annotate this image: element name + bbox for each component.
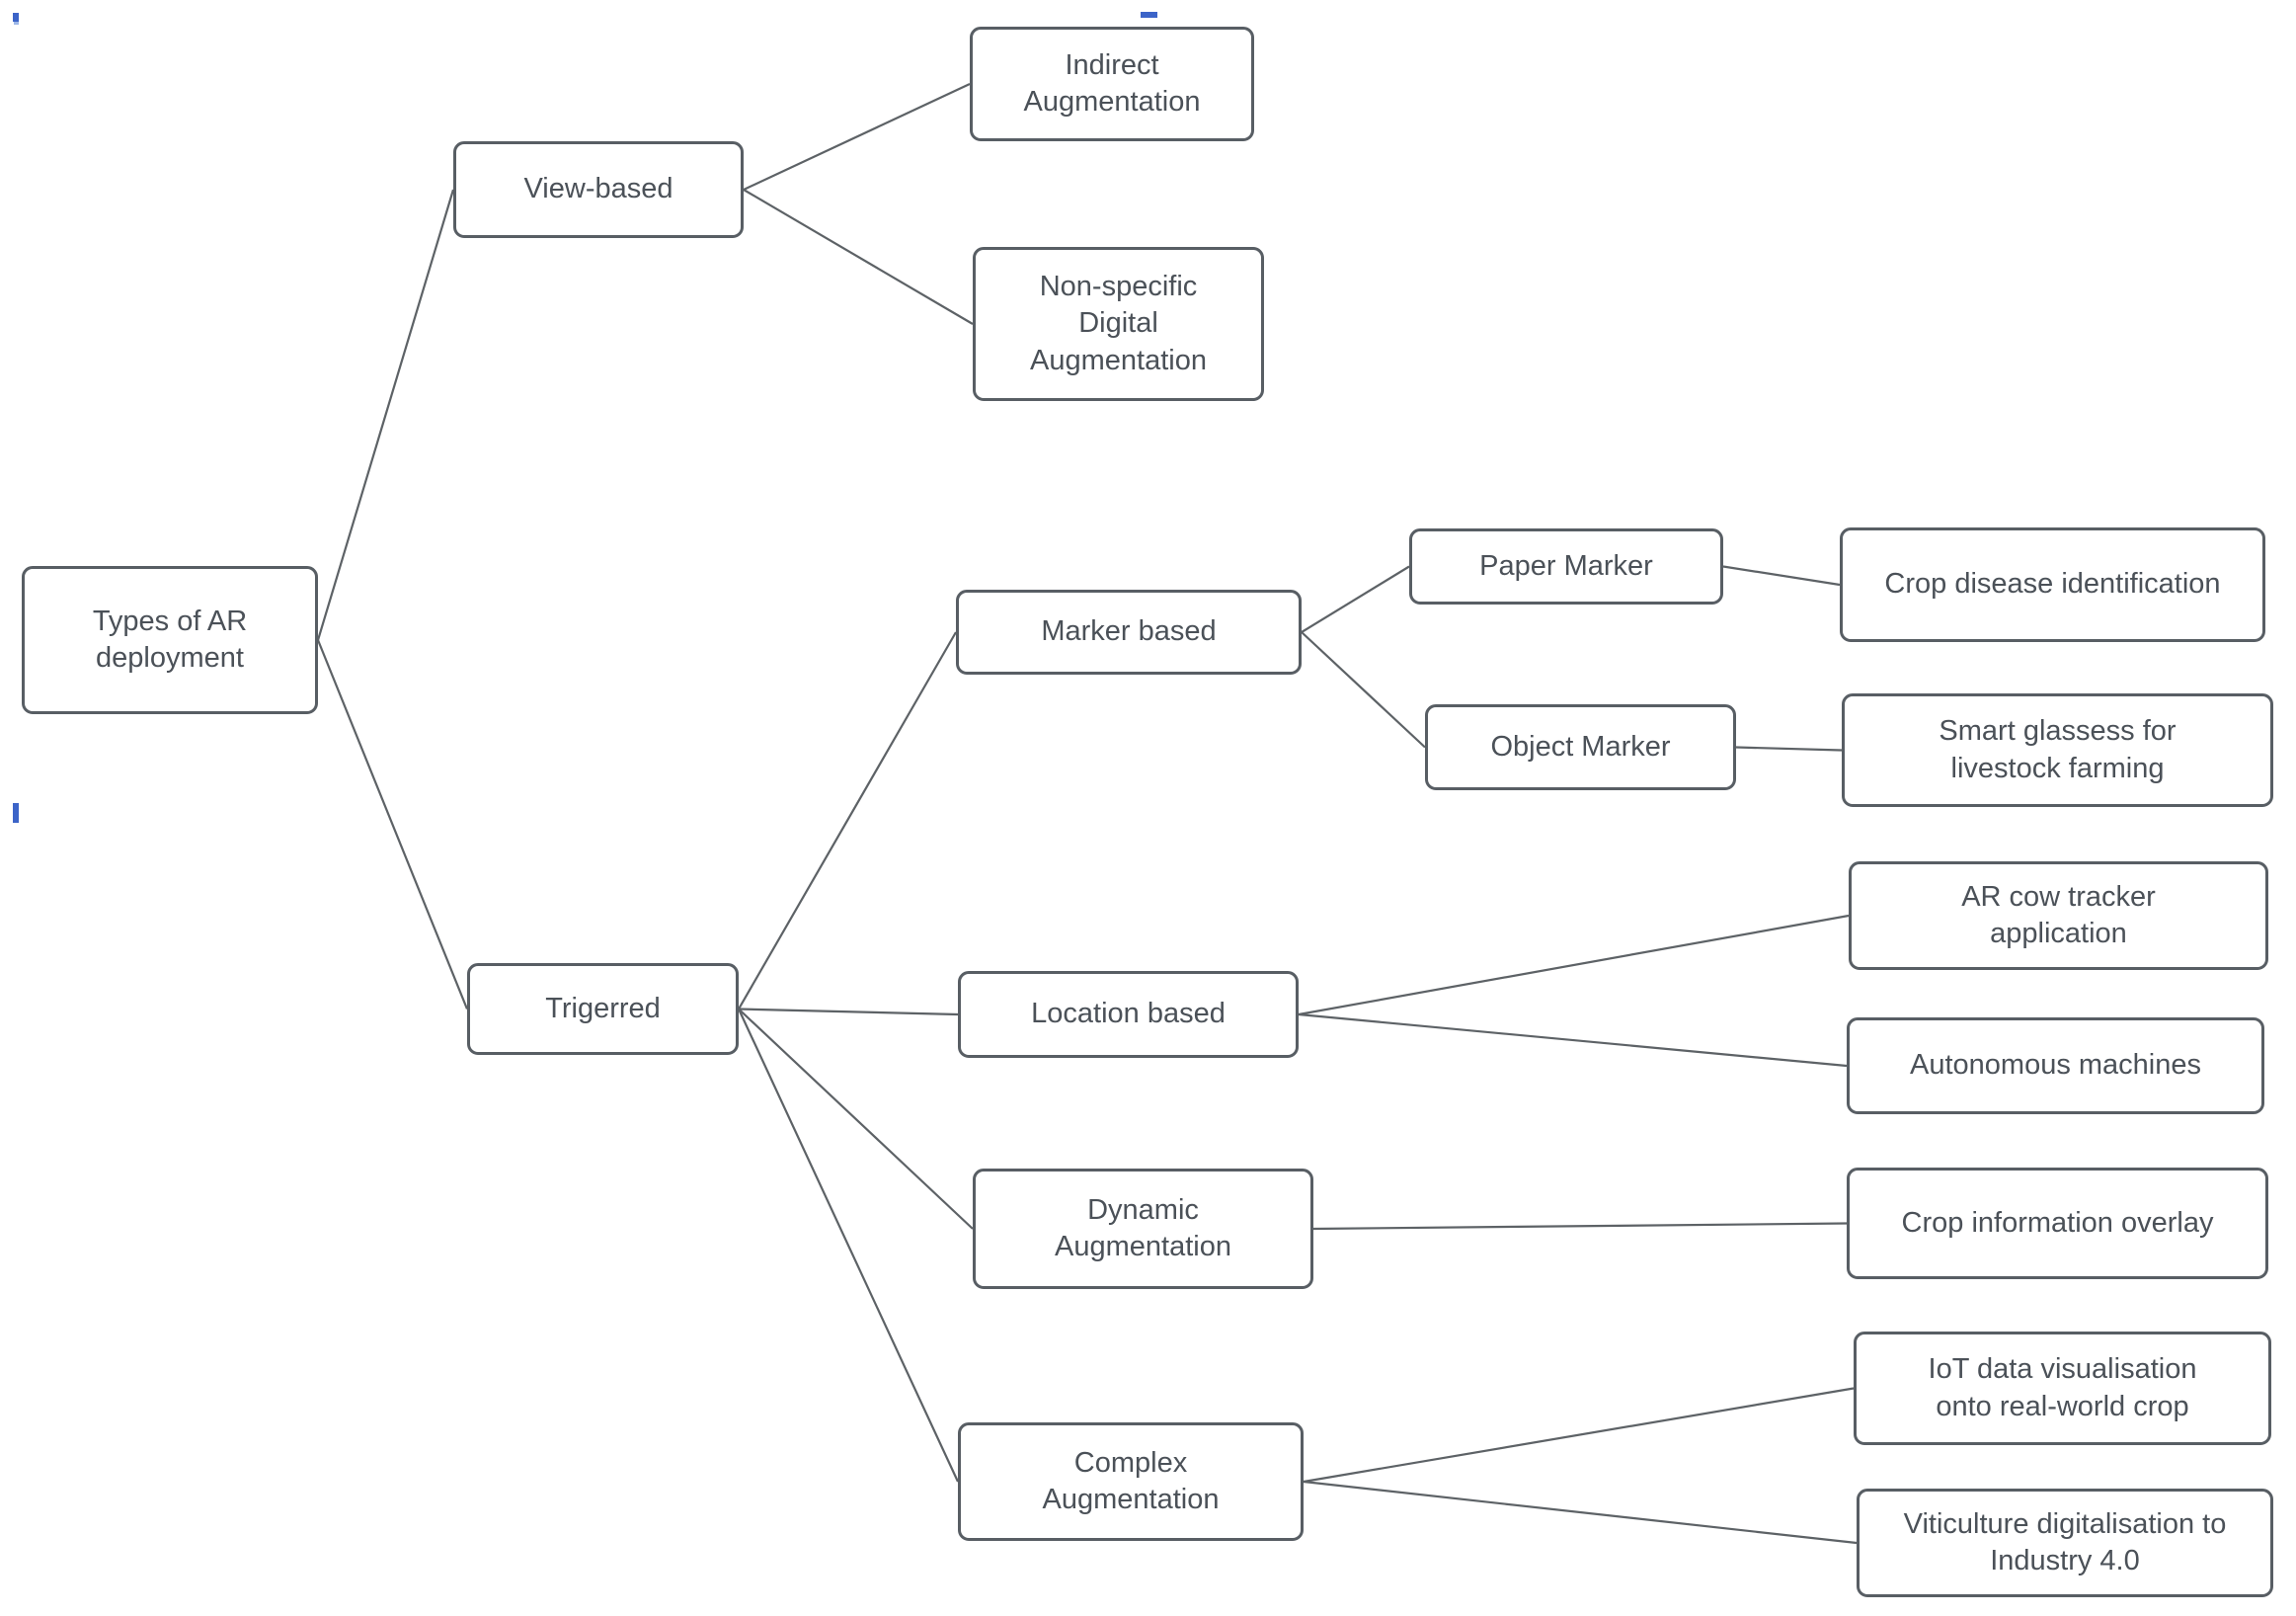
connector-paper-marker-to-crop-disease-identification	[1722, 565, 1841, 587]
connector-marker-based-to-object-marker	[1301, 631, 1426, 749]
connector-root-to-trigerred	[316, 639, 469, 1010]
connector-location-based-to-autonomous-machines	[1298, 1012, 1848, 1068]
node-autonomous-machines[interactable]: Autonomous machines	[1847, 1017, 2264, 1114]
connector-root-to-view-based	[316, 189, 455, 641]
node-label-viticulture-digitalisation: Viticulture digitalisation to Industry 4…	[1903, 1507, 2227, 1576]
node-iot-data-visualisation[interactable]: IoT data visualisation onto real-world c…	[1854, 1332, 2271, 1445]
node-label-complex-augmentation: Complex Augmentation	[1042, 1446, 1220, 1515]
node-smart-glasses-livestock[interactable]: Smart glassess for livestock farming	[1842, 693, 2273, 807]
connector-complex-augmentation-to-iot-data-visualisation	[1303, 1387, 1855, 1484]
node-label-object-marker: Object Marker	[1490, 730, 1671, 763]
selection-artifact-blue-dash-top-middle	[1141, 12, 1157, 18]
node-crop-information-overlay[interactable]: Crop information overlay	[1847, 1168, 2268, 1279]
node-label-autonomous-machines: Autonomous machines	[1910, 1049, 2201, 1082]
node-label-view-based: View-based	[523, 173, 673, 205]
connector-marker-based-to-paper-marker	[1301, 565, 1410, 633]
node-paper-marker[interactable]: Paper Marker	[1409, 528, 1723, 605]
selection-artifact-blue-underline-top-left	[14, 22, 19, 25]
node-crop-disease-identification[interactable]: Crop disease identification	[1840, 527, 2265, 642]
node-label-indirect-augmentation: Indirect Augmentation	[1023, 48, 1201, 118]
connector-complex-augmentation-to-viticulture-digitalisation	[1303, 1480, 1858, 1545]
node-marker-based[interactable]: Marker based	[956, 590, 1302, 675]
connector-dynamic-augmentation-to-crop-information-overlay	[1312, 1222, 1848, 1231]
node-label-crop-disease-identification: Crop disease identification	[1884, 568, 2221, 601]
connector-view-based-to-indirect-augmentation	[743, 83, 971, 191]
node-label-smart-glasses-livestock: Smart glassess for livestock farming	[1939, 715, 2177, 784]
node-ar-cow-tracker[interactable]: AR cow tracker application	[1849, 861, 2268, 970]
node-label-trigerred: Trigerred	[545, 992, 661, 1024]
connector-object-marker-to-smart-glasses-livestock	[1735, 746, 1843, 752]
node-label-location-based: Location based	[1031, 998, 1226, 1030]
connector-view-based-to-non-specific-digital-augmentation	[743, 189, 974, 325]
connector-trigerred-to-location-based	[738, 1008, 959, 1016]
selection-artifact-blue-square-top-left	[13, 13, 19, 22]
node-label-paper-marker: Paper Marker	[1479, 549, 1653, 582]
node-label-iot-data-visualisation: IoT data visualisation onto real-world c…	[1928, 1353, 2197, 1422]
node-viticulture-digitalisation[interactable]: Viticulture digitalisation to Industry 4…	[1857, 1489, 2273, 1597]
node-view-based[interactable]: View-based	[453, 141, 744, 238]
node-object-marker[interactable]: Object Marker	[1425, 704, 1736, 790]
node-dynamic-augmentation[interactable]: Dynamic Augmentation	[973, 1169, 1313, 1289]
node-indirect-augmentation[interactable]: Indirect Augmentation	[970, 27, 1254, 141]
node-location-based[interactable]: Location based	[958, 971, 1299, 1058]
node-complex-augmentation[interactable]: Complex Augmentation	[958, 1422, 1304, 1541]
node-trigerred[interactable]: Trigerred	[467, 963, 739, 1055]
connector-location-based-to-ar-cow-tracker	[1298, 914, 1850, 1016]
connector-trigerred-to-marker-based	[738, 631, 957, 1010]
node-label-dynamic-augmentation: Dynamic Augmentation	[1055, 1193, 1231, 1262]
node-label-crop-information-overlay: Crop information overlay	[1901, 1206, 2214, 1239]
node-root[interactable]: Types of AR deployment	[22, 566, 318, 714]
connector-trigerred-to-dynamic-augmentation	[738, 1008, 974, 1230]
node-non-specific-digital-augmentation[interactable]: Non-specific Digital Augmentation	[973, 247, 1264, 401]
selection-artifact-blue-bar-left-middle	[13, 803, 19, 823]
node-label-non-specific-digital-augmentation: Non-specific Digital Augmentation	[1030, 271, 1207, 376]
node-label-marker-based: Marker based	[1041, 615, 1217, 648]
connector-trigerred-to-complex-augmentation	[738, 1009, 959, 1483]
node-label-root: Types of AR deployment	[92, 605, 248, 674]
node-label-ar-cow-tracker: AR cow tracker application	[1961, 880, 2156, 949]
